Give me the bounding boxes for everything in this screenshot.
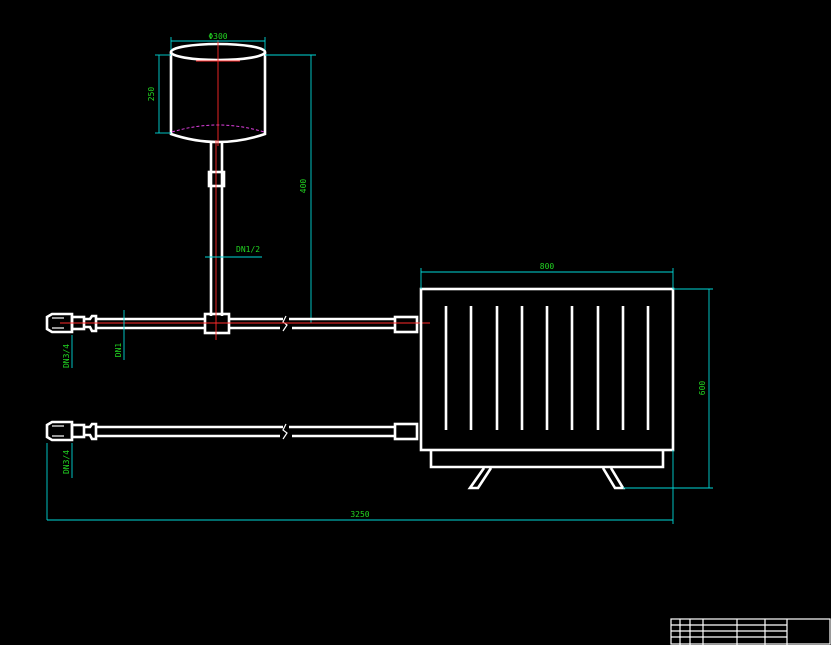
return-inlet-label: DN3/4	[62, 450, 71, 474]
supply-valve	[45, 312, 74, 334]
tee-fitting	[203, 312, 231, 335]
return-inlet-dimension: DN3/4	[46, 443, 73, 520]
overall-length-label: 3250	[350, 510, 369, 519]
radiator-width-dimension: 800	[420, 262, 674, 289]
return-coupling-left	[70, 423, 86, 439]
radiator	[419, 287, 675, 490]
riser-height-label: 400	[299, 179, 308, 194]
return-valve	[45, 420, 74, 442]
radiator-base	[429, 450, 665, 469]
radiator-fins	[444, 306, 650, 430]
return-pipe	[45, 420, 419, 442]
overall-length-dimension: 3250	[47, 450, 674, 524]
title-block	[670, 618, 831, 645]
supply-break-symbol	[282, 315, 288, 332]
radiator-width-label: 800	[540, 262, 555, 271]
riser-size-dimension: DN1/2	[205, 245, 262, 258]
return-union	[84, 422, 98, 441]
supply-pipe	[45, 312, 430, 334]
supply-inlet-fitting	[393, 315, 419, 334]
return-break-symbol	[282, 423, 288, 440]
main-pipe-label: DN1	[114, 343, 123, 358]
radiator-foot-left	[467, 467, 493, 490]
return-inlet-fitting	[393, 422, 419, 441]
tank-diameter-label: Φ300	[208, 32, 227, 41]
tank-height-dimension: 250	[147, 54, 171, 134]
tank-height-label: 250	[147, 87, 156, 102]
riser-size-label: DN1/2	[236, 245, 260, 254]
radiator-foot-right	[601, 467, 626, 490]
supply-inlet-dimension: DN3/4	[62, 335, 73, 368]
radiator-height-dimension: 600	[623, 288, 713, 489]
tank-diameter-dimension: Φ300	[170, 32, 266, 50]
riser-pipe	[203, 140, 231, 340]
riser-fitting-upper	[207, 170, 226, 188]
supply-union	[84, 314, 98, 333]
radiator-height-label: 600	[698, 381, 707, 396]
expansion-tank	[169, 40, 267, 146]
riser-height-dimension: 400	[265, 54, 316, 324]
supply-inlet-label: DN3/4	[62, 344, 71, 368]
main-pipe-dimension: DN1	[114, 310, 125, 360]
radiator-body	[419, 287, 675, 452]
